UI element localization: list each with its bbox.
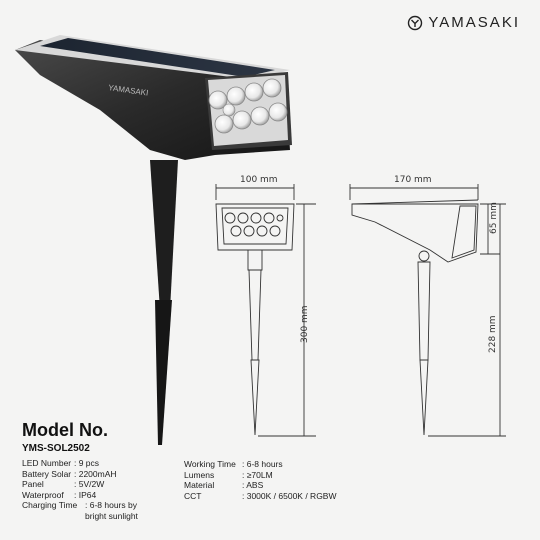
spec-value: : ABS	[242, 480, 264, 490]
front-view	[215, 184, 316, 437]
spec-key: CCT	[184, 490, 202, 501]
spec-row: LED Number : 9 pcs	[22, 458, 117, 469]
spec-row: Panel : 5V/2W	[22, 479, 117, 490]
front-width-label: 100 mm	[240, 175, 278, 185]
spec-value: : ≥70LM	[242, 469, 273, 480]
brand-logo: YAMASAKI	[407, 14, 520, 31]
stake-spike	[155, 300, 172, 445]
spec-row: Lumens : ≥70LM	[184, 470, 337, 481]
yamasaki-logo-icon	[408, 15, 423, 30]
spec-row: Material : ABS	[184, 480, 337, 491]
side-height-label: 228 mm	[488, 315, 498, 353]
spec-value: : 6-8 hours	[242, 459, 283, 469]
spec-row: Battery Solar : 2200mAH	[22, 469, 117, 480]
charging-time: Charging Time : 6-8 hours by bright sunli…	[22, 500, 138, 521]
stake-upper	[150, 160, 178, 310]
spec-key: Waterproof	[22, 489, 64, 500]
side-view	[349, 184, 506, 437]
spec-key: Material	[184, 480, 215, 490]
charging-value: : 6-8 hours by	[85, 500, 137, 510]
brand-name: YAMASAKI	[428, 14, 520, 31]
model-title: Model No.	[22, 420, 108, 440]
spec-value: : IP64	[74, 489, 97, 500]
spec-row: CCT : 3000K / 6500K / RGBW	[184, 491, 337, 502]
side-width-label: 170 mm	[394, 175, 432, 185]
led-array	[208, 78, 288, 134]
spec-key: Panel	[22, 479, 44, 489]
spec-key: Working Time	[184, 459, 236, 469]
spec-row: Waterproof : IP64	[22, 490, 117, 501]
spec-value: : 2200mAH	[74, 468, 117, 479]
spec-value: : 9 pcs	[74, 458, 100, 468]
product-render: YAMASAKI	[15, 35, 292, 445]
spec-value: : 5V/2W	[74, 479, 105, 489]
spec-row: Working Time : 6-8 hours	[184, 459, 337, 470]
charging-key: Charging Time	[22, 500, 78, 510]
spec-value: : 3000K / 6500K / RGBW	[242, 490, 337, 501]
specs-left: LED Number : 9 pcs Battery Solar : 2200m…	[22, 458, 117, 500]
spec-key: LED Number	[22, 458, 72, 468]
spec-key: Lumens	[184, 469, 215, 480]
model-code: YMS-SOL2502	[22, 443, 90, 454]
technical-drawings	[215, 184, 506, 437]
side-head-height-label: 65 mm	[489, 202, 499, 234]
charging-value-line2: bright sunlight	[85, 510, 138, 521]
spec-key: Battery Solar	[22, 468, 72, 479]
solar-panel	[40, 38, 275, 77]
front-height-label: 300 mm	[300, 305, 310, 343]
specs-right: Working Time : 6-8 hours Lumens : ≥70LM …	[184, 459, 337, 501]
